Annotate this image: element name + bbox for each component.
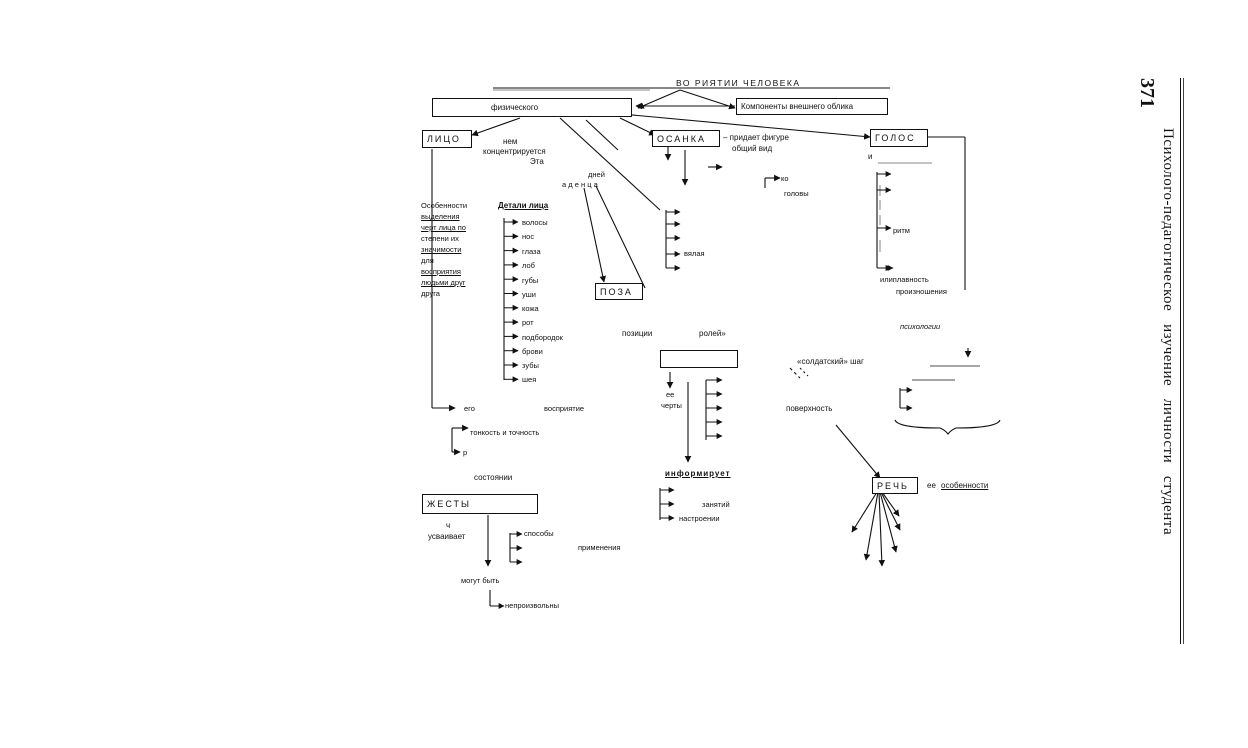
- face-detail-3: лоб: [522, 261, 535, 270]
- perception-label: восприятие: [544, 404, 585, 413]
- face-features-2: выделения: [421, 212, 460, 221]
- posture-note-1: – придает фигуре: [723, 133, 789, 142]
- speech-label: РЕЧЬ: [877, 480, 909, 491]
- face-features-3: черт лица по: [421, 223, 466, 232]
- face-note-1: нем: [503, 137, 518, 146]
- face-note-2: концентрируется: [483, 147, 546, 156]
- pose-mood: настроении: [679, 514, 720, 523]
- face-features-1: Особенности: [421, 201, 468, 210]
- gesture-ch: ч: [446, 521, 451, 530]
- face-details-title: Детали лица: [498, 201, 549, 210]
- pose-label: ПОЗА: [600, 286, 633, 297]
- perception-precision: тонкость и точность: [470, 428, 540, 437]
- posture-vyalaya: вялая: [684, 249, 705, 258]
- gesture-states: состоянии: [474, 473, 513, 482]
- face-detail-4: губы: [522, 276, 539, 285]
- face-note-3: Эта: [530, 157, 544, 166]
- voice-box: ГОЛОС: [870, 129, 928, 147]
- posture-ko: ко: [781, 174, 789, 183]
- voice-label: ГОЛОС: [875, 133, 916, 143]
- face-detail-11: шея: [522, 375, 537, 384]
- face-detail-7: рот: [522, 318, 534, 327]
- posture-box: ОСАНКА: [652, 130, 720, 147]
- face-features-6: для: [421, 256, 434, 265]
- speech-box: РЕЧЬ: [872, 477, 918, 494]
- running-head: Психолого-педагогическое изучение личнос…: [1160, 128, 1176, 536]
- gesture-learns: усваивает: [428, 532, 466, 541]
- face-detail-0: волосы: [522, 218, 548, 227]
- face-detail-9: брови: [522, 347, 543, 356]
- gestures-label: ЖЕСТЫ: [427, 499, 471, 509]
- pose-roles: ролей»: [699, 329, 726, 338]
- gesture-application: применения: [578, 543, 621, 552]
- face-features-7: восприятия: [421, 267, 461, 276]
- physical-label: физического: [491, 103, 539, 112]
- walk-surface: поверхность: [786, 404, 833, 413]
- speech-features: особенности: [941, 481, 989, 490]
- poise-2: а д е н ц а: [562, 180, 598, 189]
- speech-its: ее: [927, 481, 936, 490]
- perception-small: р: [463, 448, 468, 457]
- face-detail-8: подбородок: [522, 333, 563, 342]
- walk-soldier: «солдатский» шаг: [797, 357, 864, 366]
- gesture-can-be: могут быть: [461, 576, 500, 585]
- perception-his: его: [464, 404, 475, 413]
- voice-fluency: илиплавность: [880, 275, 929, 284]
- gesture-methods: способы: [524, 529, 554, 538]
- pose-positions: позиции: [622, 329, 653, 338]
- face-detail-5: уши: [522, 290, 536, 299]
- face-box: ЛИЦО: [422, 130, 472, 148]
- poise-1: дней: [588, 170, 605, 179]
- pose-traits-2: черты: [661, 401, 682, 410]
- posture-note-2: общий вид: [732, 144, 773, 153]
- voice-rhythm: ритм: [893, 226, 910, 235]
- components-box: Компоненты внешнего облика: [736, 98, 888, 115]
- face-features-5: значимости: [421, 245, 462, 254]
- diagram-title: ВО РИЯТИИ ЧЕЛОВЕКА: [676, 78, 801, 88]
- gestures-box: ЖЕСТЫ: [422, 494, 538, 514]
- components-label: Компоненты внешнего облика: [741, 102, 854, 111]
- voice-pronunciation: произношения: [896, 287, 947, 296]
- pose-empty-box: [660, 350, 738, 368]
- pose-occupation: занятий: [702, 500, 730, 509]
- pose-box: ПОЗА: [595, 283, 643, 300]
- physical-box: физического: [432, 98, 632, 117]
- face-features-4: степени их: [421, 234, 459, 243]
- face-detail-2: глаза: [522, 247, 541, 256]
- side-rule: [1180, 78, 1182, 644]
- pose-traits-1: ее: [666, 390, 675, 399]
- face-detail-1: нос: [522, 232, 535, 241]
- side-rule-thin: [1183, 78, 1184, 644]
- face-features-8: людьми друг: [421, 278, 466, 287]
- voice-psychology: психологии: [900, 322, 941, 331]
- page-number: 371: [1136, 78, 1158, 108]
- face-label: ЛИЦО: [427, 134, 461, 144]
- voice-and: и: [868, 152, 873, 161]
- face-detail-10: зубы: [522, 361, 539, 370]
- gesture-involuntary: непроизвольны: [505, 601, 560, 610]
- face-features-9: друга: [421, 289, 440, 298]
- posture-label: ОСАНКА: [657, 133, 707, 144]
- pose-informs: информирует: [665, 469, 731, 478]
- posture-head: головы: [784, 189, 809, 198]
- face-detail-6: кожа: [522, 304, 539, 313]
